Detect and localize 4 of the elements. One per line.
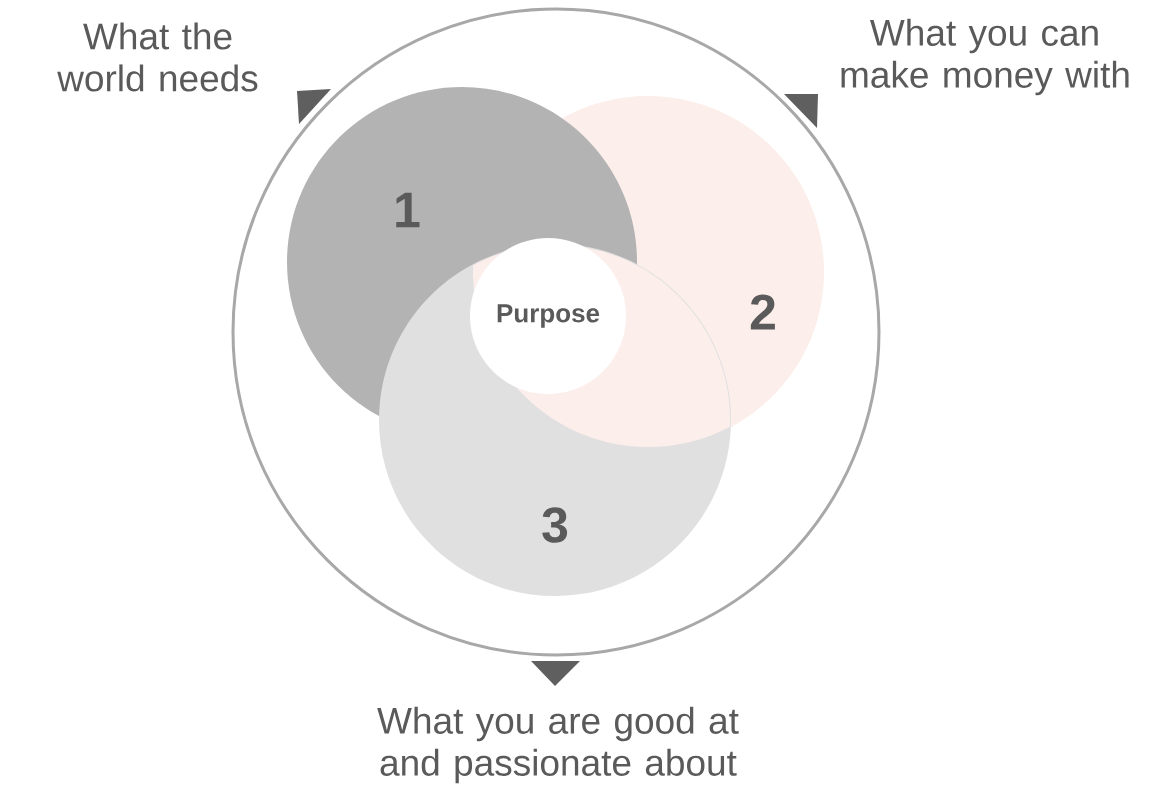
node-label: 2 (750, 294, 775, 330)
caption-text: What the world needs (57, 22, 258, 92)
caption-text: What you are good at and passionate about (377, 706, 739, 784)
caption-text: What you can make money with (841, 18, 1129, 96)
